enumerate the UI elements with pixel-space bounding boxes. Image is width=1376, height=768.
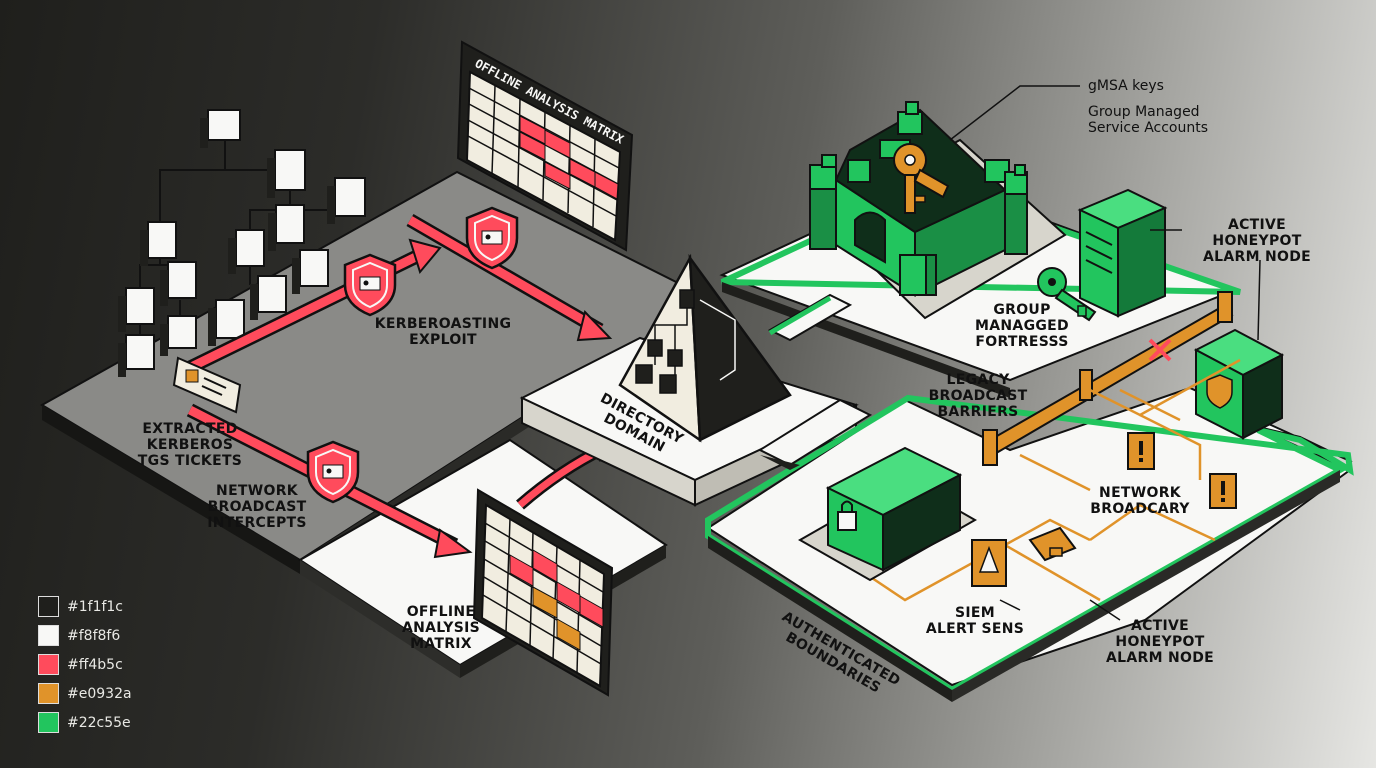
label-legacy-barriers: LEGACY BROADCAST BARRIERS <box>928 372 1028 420</box>
legend-swatch <box>38 683 59 704</box>
leader-lines <box>949 85 1261 621</box>
server-tower <box>1077 188 1168 318</box>
warning-icon <box>1127 432 1155 470</box>
color-legend: #1f1f1c #f8f8f6 #ff4b5c #e0932a #22c55e <box>38 596 132 741</box>
label-honeypot-top: ACTIVE HONEYPOT ALARM NODE <box>1203 217 1311 265</box>
label-group-managed-accounts: Group Managed Service Accounts <box>1088 104 1209 136</box>
label-network-intercepts: NETWORK BROADCAST INTERCEPTS <box>207 483 307 531</box>
label-siem: SIEM ALERT SENS <box>925 605 1025 637</box>
connector-bridges <box>757 293 873 470</box>
ticket-icon <box>172 356 242 414</box>
legend-label: #e0932a <box>67 685 132 702</box>
label-gmsa-keys: gMSA keys <box>1088 78 1164 94</box>
directory-domain-pyramid <box>618 253 792 443</box>
shield-icon <box>465 206 519 270</box>
legend-label: #22c55e <box>67 714 131 731</box>
key-icon <box>1037 267 1097 322</box>
shield-icon <box>306 440 360 504</box>
matrix-board-bottom <box>472 488 614 697</box>
label-network-broadcary: NETWORK BROADCARY <box>1090 485 1190 517</box>
legacy-barrier <box>982 291 1234 466</box>
key-icon <box>893 143 950 214</box>
warning-icon <box>1209 473 1237 509</box>
lock-building <box>797 446 978 582</box>
circuit-lines <box>859 358 1241 602</box>
legend-label: #1f1f1c <box>67 598 124 615</box>
label-offline-matrix: OFFLINE ANALYSIS MATRIX <box>401 604 481 652</box>
legend-swatch <box>38 596 59 617</box>
honeypot-box <box>1193 328 1285 440</box>
legend-swatch <box>38 654 59 675</box>
label-honeypot-bottom: ACTIVE HONEYPOT ALARM NODE <box>1106 618 1214 666</box>
siem-alert-icon <box>971 539 1007 587</box>
legend-swatch <box>38 625 59 646</box>
legend-label: #ff4b5c <box>67 656 123 673</box>
alarm-horn-icon <box>1028 526 1077 562</box>
label-extracted-tickets: EXTRACTED KERBEROS TGS TICKETS <box>137 421 243 469</box>
org-chart-boxes <box>118 109 366 377</box>
legend-swatch <box>38 712 59 733</box>
legend-item: #1f1f1c <box>38 596 132 617</box>
legend-item: #f8f8f6 <box>38 625 132 646</box>
label-kerberoasting: KERBEROASTING EXPLOIT <box>374 316 512 348</box>
shield-icon <box>343 253 397 317</box>
legend-item: #22c55e <box>38 712 132 733</box>
label-fortress: GROUP MANAGGED FORTRESSS <box>975 302 1069 350</box>
legend-label: #f8f8f6 <box>67 627 121 644</box>
legend-item: #ff4b5c <box>38 654 132 675</box>
right-platform-large <box>705 386 1354 702</box>
legend-item: #e0932a <box>38 683 132 704</box>
